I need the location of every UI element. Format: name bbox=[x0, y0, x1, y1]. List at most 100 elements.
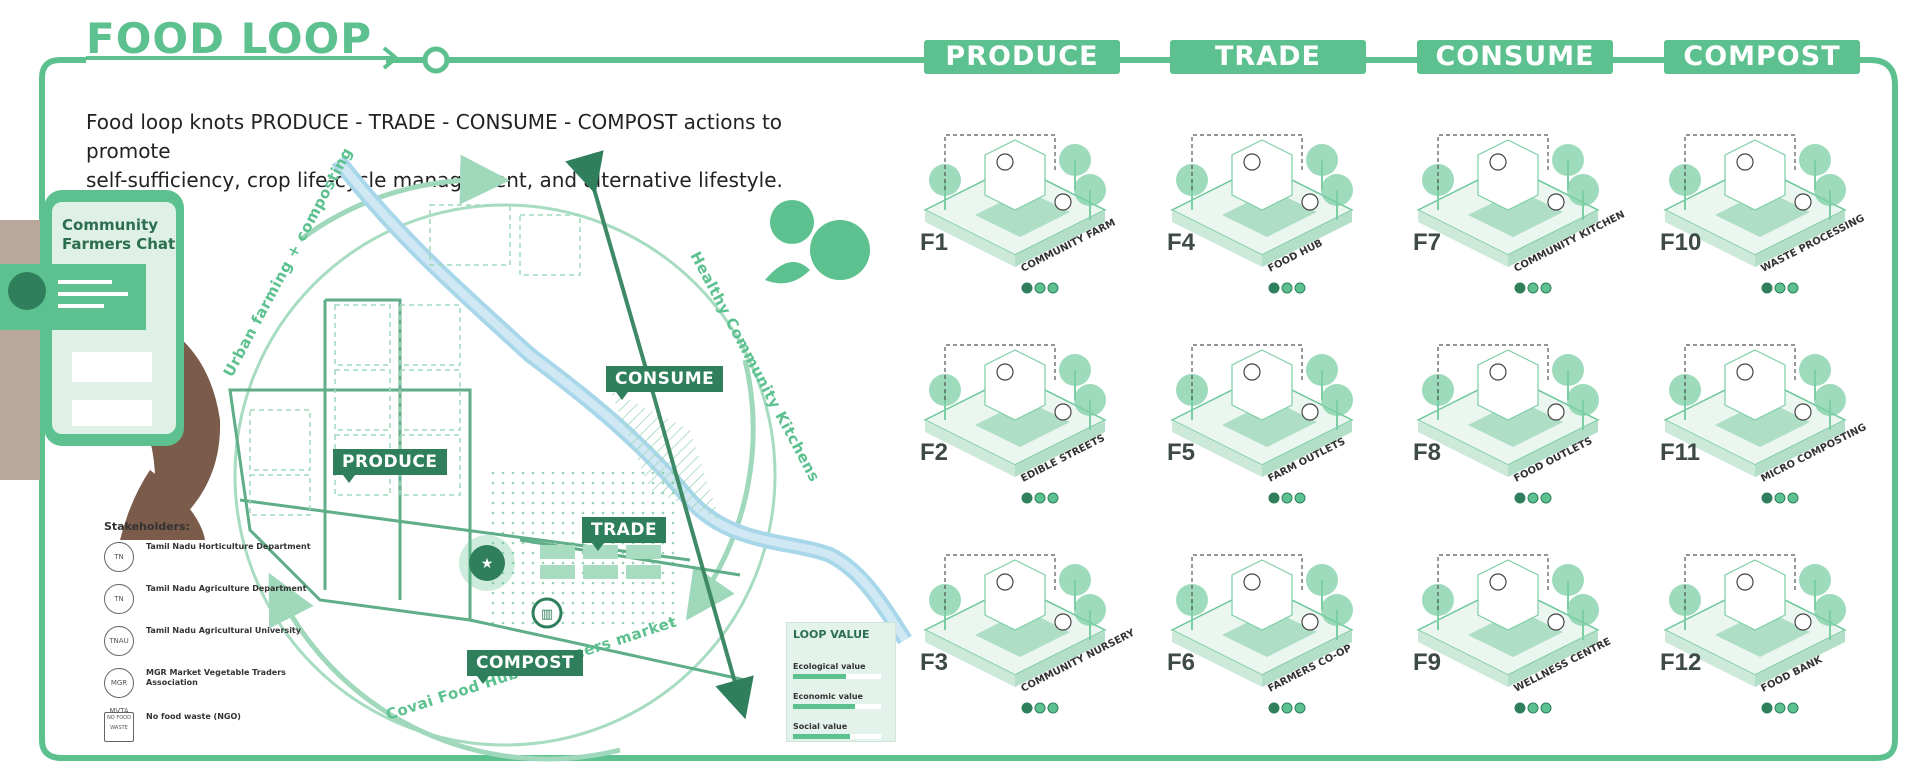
value-dot bbox=[1281, 702, 1293, 714]
map-tag-trade[interactable]: TRADE bbox=[582, 517, 667, 551]
value-dot bbox=[1294, 282, 1306, 294]
map-tag-compost[interactable]: COMPOST bbox=[467, 650, 584, 684]
value-dot bbox=[1034, 492, 1046, 504]
value-dot bbox=[1021, 282, 1033, 294]
value-dot bbox=[1047, 492, 1059, 504]
value-dot bbox=[1540, 702, 1552, 714]
value-dot bbox=[1021, 702, 1033, 714]
loop-value-label: Ecological value bbox=[793, 662, 866, 671]
intro-text: Food loop knots PRODUCE - TRADE - CONSUM… bbox=[86, 108, 786, 195]
stakeholder-logo: TN bbox=[104, 584, 134, 614]
value-dot bbox=[1047, 282, 1059, 294]
value-dot bbox=[1761, 492, 1773, 504]
value-dot bbox=[1268, 492, 1280, 504]
value-dot bbox=[1540, 282, 1552, 294]
intro-line-1: Food loop knots PRODUCE - TRADE - CONSUM… bbox=[86, 110, 783, 163]
stakeholder-logo: MGR MVTA bbox=[104, 668, 134, 715]
stakeholder-logo: TNAU bbox=[104, 626, 134, 656]
value-dot bbox=[1514, 702, 1526, 714]
value-dot bbox=[1268, 282, 1280, 294]
stakeholder-name: MGR Market Vegetable Traders Association bbox=[146, 668, 286, 687]
value-dot bbox=[1527, 492, 1539, 504]
cell-code: F7 bbox=[1413, 229, 1441, 256]
loop-value-bar bbox=[793, 734, 881, 739]
value-dot bbox=[1047, 702, 1059, 714]
header-consume[interactable]: CONSUME bbox=[1417, 40, 1613, 74]
cell-code: F9 bbox=[1413, 649, 1441, 676]
chat-bubble-1 bbox=[72, 352, 152, 382]
value-dot bbox=[1774, 702, 1786, 714]
loop-value-label: Economic value bbox=[793, 692, 863, 701]
loop-value-label: Social value bbox=[793, 722, 848, 731]
stakeholder-item: TNAU Tamil Nadu Agricultural University bbox=[104, 626, 334, 670]
stakeholder-logo: TN bbox=[104, 542, 134, 572]
value-dot bbox=[1787, 702, 1799, 714]
cell-code: F5 bbox=[1167, 439, 1195, 466]
value-dot bbox=[1021, 492, 1033, 504]
cell-code: F8 bbox=[1413, 439, 1441, 466]
value-dot bbox=[1761, 282, 1773, 294]
value-dot bbox=[1294, 702, 1306, 714]
header-trade[interactable]: TRADE bbox=[1170, 40, 1366, 74]
value-dot bbox=[1761, 702, 1773, 714]
stakeholder-name: No food waste (NGO) bbox=[146, 712, 241, 721]
value-dot bbox=[1527, 282, 1539, 294]
stakeholder-item: NO FOOD WASTE No food waste (NGO) bbox=[104, 712, 334, 756]
chat-bubble-2 bbox=[72, 400, 152, 426]
chat-message-card[interactable] bbox=[0, 264, 146, 330]
value-dot bbox=[1268, 702, 1280, 714]
chat-title-line-1: Community bbox=[62, 216, 159, 234]
chat-title-line-2: Farmers Chat bbox=[62, 235, 176, 253]
value-dot bbox=[1034, 702, 1046, 714]
map-tag-consume[interactable]: CONSUME bbox=[606, 366, 724, 400]
avatar bbox=[8, 272, 46, 310]
stakeholder-item: TN Tamil Nadu Agriculture Department bbox=[104, 584, 334, 628]
value-dot bbox=[1527, 702, 1539, 714]
map-tag-produce[interactable]: PRODUCE bbox=[333, 449, 447, 483]
value-dot bbox=[1540, 492, 1552, 504]
stakeholder-name: Tamil Nadu Agricultural University bbox=[146, 626, 301, 635]
cell-code: F1 bbox=[920, 229, 948, 256]
cell-code: F10 bbox=[1660, 229, 1701, 256]
value-dot bbox=[1514, 282, 1526, 294]
value-dot bbox=[1281, 492, 1293, 504]
stakeholders-title: Stakeholders: bbox=[104, 520, 190, 533]
header-produce[interactable]: PRODUCE bbox=[924, 40, 1120, 74]
cell-code: F2 bbox=[920, 439, 948, 466]
value-dot bbox=[1774, 282, 1786, 294]
loop-value-bar bbox=[793, 674, 881, 679]
header-compost[interactable]: COMPOST bbox=[1664, 40, 1860, 74]
stakeholder-name: Tamil Nadu Horticulture Department bbox=[146, 542, 311, 551]
value-dot bbox=[1787, 492, 1799, 504]
loop-value-bar bbox=[793, 704, 881, 709]
bin-icon: ▥ bbox=[541, 607, 553, 622]
value-dot bbox=[1774, 492, 1786, 504]
cell-code: F12 bbox=[1660, 649, 1701, 676]
value-dot bbox=[1514, 492, 1526, 504]
stakeholder-item: MGR MVTA MGR Market Vegetable Traders As… bbox=[104, 668, 334, 715]
value-dot bbox=[1281, 282, 1293, 294]
value-dot bbox=[1294, 492, 1306, 504]
value-dot bbox=[1787, 282, 1799, 294]
cell-code: F3 bbox=[920, 649, 948, 676]
loop-value-box bbox=[786, 622, 896, 742]
page-title: FOOD LOOP bbox=[86, 14, 373, 63]
value-dot bbox=[1034, 282, 1046, 294]
chat-title: Community Farmers Chat bbox=[62, 216, 175, 254]
star-icon: ★ bbox=[481, 556, 494, 572]
stakeholder-logo: NO FOOD WASTE bbox=[104, 712, 134, 742]
